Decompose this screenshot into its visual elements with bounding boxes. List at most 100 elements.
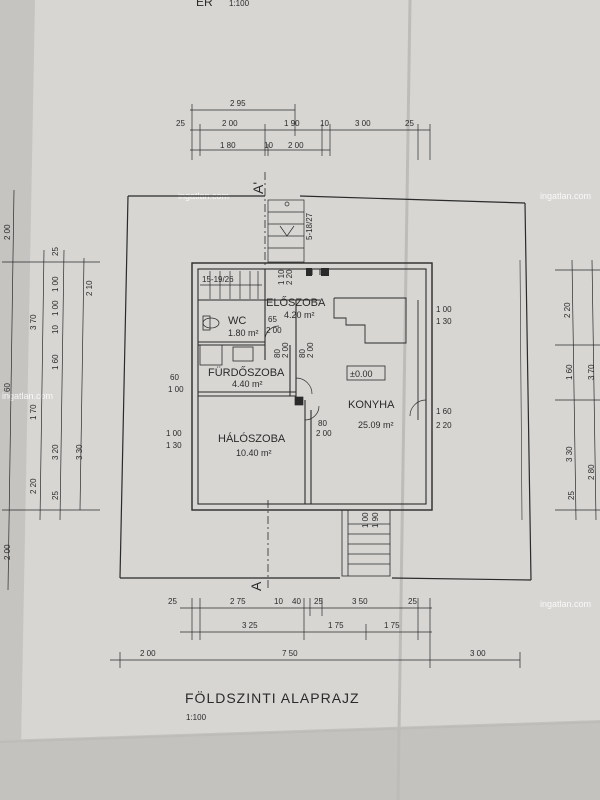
room-furdoszoba: FÜRDŐSZOBA bbox=[208, 365, 285, 379]
opening-4-h: 2 00 bbox=[306, 342, 315, 358]
opening-3-w: 80 bbox=[273, 349, 282, 358]
opening-6-h: 1 30 bbox=[436, 317, 452, 326]
dims-right-lines bbox=[555, 259, 600, 521]
dim-bottom-12: 7 50 bbox=[282, 649, 298, 658]
dim-right-3: 3 30 bbox=[565, 446, 574, 462]
watermark-3: ingatlan.com bbox=[2, 391, 53, 401]
dim-bottom-6: 3 50 bbox=[352, 597, 368, 606]
opening-7-w: 60 bbox=[170, 373, 179, 382]
plan-title: FÖLDSZINTI ALAPRAJZ bbox=[185, 689, 360, 706]
plot-boundary bbox=[119, 195, 532, 581]
room-eloszoba: ELŐSZOBA bbox=[266, 295, 326, 309]
entrance-steps-top bbox=[267, 199, 305, 263]
dim-right-5: 3 70 bbox=[587, 364, 596, 380]
dims-top-lines bbox=[190, 104, 431, 160]
dim-top-5: 10 bbox=[320, 119, 329, 128]
room-furdoszoba-area: 4.40 m² bbox=[232, 379, 263, 389]
room-wc-area: 1.80 m² bbox=[228, 328, 259, 338]
dim-bottom-7: 25 bbox=[408, 597, 417, 606]
opening-10-w: 1 00 bbox=[361, 512, 370, 528]
dim-left-4: 1 00 bbox=[51, 276, 60, 292]
dim-bottom-11: 2 00 bbox=[140, 649, 156, 658]
dim-right-6: 25 bbox=[567, 491, 576, 500]
level-mark: ±0.00 bbox=[350, 369, 372, 379]
opening-9-w: 1 60 bbox=[436, 407, 452, 416]
dim-bottom-1: 25 bbox=[168, 597, 177, 606]
plan-scale: 1:100 bbox=[186, 713, 207, 722]
dim-bottom-5: 25 bbox=[314, 597, 323, 606]
level-box bbox=[346, 365, 386, 381]
top-cut-scale: 1:100 bbox=[229, 0, 250, 8]
dim-top-4: 1 90 bbox=[284, 119, 300, 128]
dim-right-1: 2 20 bbox=[563, 302, 572, 318]
opening-8-w: 1 00 bbox=[166, 429, 182, 438]
dim-left-10: 3 30 bbox=[75, 444, 84, 460]
opening-9-h: 2 20 bbox=[436, 421, 452, 430]
opening-7-h: 1 00 bbox=[168, 385, 184, 394]
dim-top-1: 2 95 bbox=[230, 99, 246, 108]
dim-top-6: 3 00 bbox=[355, 119, 371, 128]
kitchen-counter bbox=[333, 297, 419, 420]
dim-left-8: 1 70 bbox=[29, 404, 38, 420]
dim-left-5: 1 00 bbox=[51, 300, 60, 316]
watermark-2: ingatlan.com bbox=[540, 191, 591, 201]
room-wc: WC bbox=[228, 315, 246, 327]
opening-3-h: 2 00 bbox=[281, 342, 290, 358]
wall-junctions bbox=[306, 268, 329, 276]
dim-left-1: 2 00 bbox=[3, 224, 12, 240]
room-konyha-area: 25.09 m² bbox=[358, 420, 394, 430]
interior-stair bbox=[200, 271, 262, 299]
opening-5-h: 2 00 bbox=[316, 429, 332, 438]
dim-left-15: 60 bbox=[3, 383, 12, 392]
dim-top-7: 25 bbox=[405, 119, 414, 128]
paper-fold bbox=[396, 0, 412, 800]
dims-bottom-lines bbox=[110, 598, 521, 668]
dim-bottom-4: 40 bbox=[292, 597, 301, 606]
dim-left-3: 2 10 bbox=[85, 280, 94, 296]
opening-2-h: 2 00 bbox=[266, 326, 282, 335]
paper-shadow-bottom bbox=[0, 720, 600, 800]
opening-1-w: 1 10 bbox=[277, 269, 286, 285]
opening-5-w: 80 bbox=[318, 419, 327, 428]
opening-4-w: 80 bbox=[298, 349, 307, 358]
dim-top-3: 2 00 bbox=[222, 119, 238, 128]
paper-shadow-left bbox=[0, 0, 35, 800]
opening-8-h: 1 30 bbox=[166, 441, 182, 450]
dim-left-7: 1 60 bbox=[51, 354, 60, 370]
bathroom-fixtures bbox=[199, 315, 254, 366]
room-eloszoba-area: 4.20 m² bbox=[284, 310, 315, 320]
dim-left-12: 25 bbox=[51, 247, 60, 256]
watermark-4: ingatlan.com bbox=[540, 599, 591, 609]
dim-left-11: 2 20 bbox=[29, 478, 38, 494]
top-cut-label: ER bbox=[196, 0, 213, 9]
opening-10-h: 1 90 bbox=[371, 512, 380, 528]
dim-bottom-8: 3 25 bbox=[242, 621, 258, 630]
dim-left-13: 2 00 bbox=[3, 544, 12, 560]
dim-left-6: 10 bbox=[51, 325, 60, 334]
entrance-steps-bottom bbox=[341, 509, 391, 577]
room-haloszoba: HÁLÓSZOBA bbox=[218, 432, 286, 445]
dim-top-8: 1 80 bbox=[220, 141, 236, 150]
dim-top-2: 25 bbox=[176, 119, 185, 128]
opening-6-w: 1 00 bbox=[436, 305, 452, 314]
stair-note: 5-18/27 bbox=[305, 212, 314, 240]
dim-right-4: 2 80 bbox=[587, 464, 596, 480]
dim-bottom-3: 10 bbox=[274, 597, 283, 606]
dims-left-lines bbox=[2, 189, 100, 591]
dim-right-2: 1 60 bbox=[565, 364, 574, 380]
dim-top-10: 2 00 bbox=[288, 141, 304, 150]
door-swings bbox=[264, 325, 427, 421]
dim-bottom-10: 1 75 bbox=[384, 621, 400, 630]
paper-fold-lower bbox=[0, 721, 600, 743]
dim-left-14: 25 bbox=[51, 491, 60, 500]
opening-1-h: 2 20 bbox=[285, 269, 294, 285]
section-line bbox=[264, 172, 269, 590]
dim-bottom-9: 1 75 bbox=[328, 621, 344, 630]
room-konyha: KONYHA bbox=[348, 399, 395, 411]
section-mark-bottom: A bbox=[248, 581, 264, 591]
dim-top-9: 10 bbox=[264, 141, 273, 150]
dim-left-2: 3 70 bbox=[29, 314, 38, 330]
section-mark-top: A' bbox=[250, 182, 266, 194]
room-haloszoba-area: 10.40 m² bbox=[236, 448, 272, 458]
